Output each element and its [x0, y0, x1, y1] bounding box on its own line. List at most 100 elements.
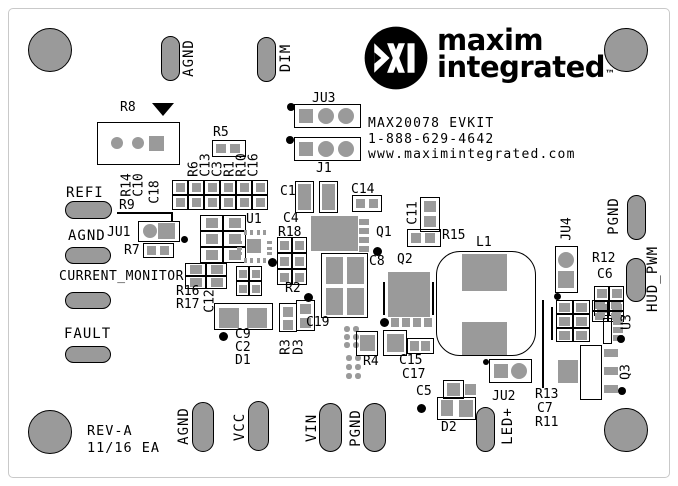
q1-pin-4 — [359, 246, 369, 252]
c8-c19-body — [321, 253, 368, 318]
mounting-hole-top-right — [604, 28, 648, 72]
u1-pins-top-pad — [263, 229, 267, 235]
u1-pins-bottom-pad — [250, 257, 254, 263]
r8-arrow-marker — [152, 103, 174, 116]
left-array-b-cell — [185, 263, 206, 276]
u1-pins-left-pad — [236, 241, 242, 245]
u1-sub-array-cell — [236, 281, 249, 296]
pad-led-plus — [476, 407, 495, 452]
q2-bracket-right — [432, 282, 434, 315]
c12-pad-1 — [219, 308, 239, 328]
via-grid-2-via — [346, 355, 352, 361]
q3-body — [580, 345, 602, 400]
label-c4: C4 — [283, 211, 299, 226]
ju2-pin-1 — [494, 364, 508, 378]
evkit-title: MAX20078 EVKIT — [368, 116, 495, 131]
label-agnd-top: AGND — [181, 39, 197, 77]
label-r11: R11 — [535, 415, 559, 430]
label-c8: C8 — [369, 254, 385, 269]
passives-array-pad — [255, 183, 265, 192]
passives-array-pad — [175, 183, 185, 192]
ju1-body — [138, 221, 180, 242]
c4-r18-array-cell — [292, 237, 307, 253]
label-pgnd-bottom: PGND — [348, 409, 364, 447]
r4-body — [356, 331, 378, 356]
u1-sub-array-pad — [238, 269, 247, 278]
u1-pins-right-pad — [266, 241, 272, 245]
label-j1: J1 — [316, 161, 332, 176]
pad-agnd-left — [65, 247, 111, 264]
c15-pad — [387, 334, 404, 352]
via-grid-1-via — [353, 334, 359, 340]
mounting-hole-top-left — [28, 28, 72, 72]
label-vcc: VCC — [232, 412, 248, 442]
via-grid-2-via — [355, 364, 361, 370]
l1-pad-top — [462, 254, 507, 291]
passives-array-pad — [239, 198, 249, 207]
left-array-b-pad — [210, 265, 223, 274]
passives-array-pad — [175, 198, 185, 207]
c8-pad-2 — [347, 257, 364, 284]
d2-body — [437, 397, 476, 420]
left-array-b-pad — [210, 278, 223, 287]
passives-array-cell — [220, 180, 236, 195]
c14-body — [352, 195, 382, 212]
r8-pin-2 — [132, 137, 144, 149]
c19-pad-2 — [347, 288, 364, 315]
passives-array-cell — [204, 180, 220, 195]
u3-array-cell — [592, 300, 608, 311]
c1-pad-right — [322, 184, 335, 210]
r7-pad-1 — [147, 246, 156, 255]
passives-array-pad — [207, 198, 217, 207]
q3-pin-3 — [604, 385, 618, 393]
r2-testpoint — [303, 292, 313, 302]
label-r13: R13 — [535, 387, 559, 402]
label-c17: C17 — [402, 367, 426, 382]
ju4-pin-1 — [558, 252, 574, 268]
passives-array-pad — [191, 183, 201, 192]
u3-pin-1 — [613, 319, 623, 325]
label-r9: R9 — [119, 198, 135, 213]
via-grid-2-via — [355, 355, 361, 361]
pad-pgnd-bottom — [363, 403, 386, 452]
c12-body — [214, 303, 273, 330]
left-array-a-pad — [205, 218, 218, 228]
c19-small-pad-1 — [300, 304, 311, 314]
passives-array-pad — [191, 198, 201, 207]
q2-testpoint — [379, 317, 389, 327]
label-c6: C6 — [597, 267, 613, 282]
c4-r18-array-cell — [292, 253, 307, 269]
u1-sub-array-cell — [236, 266, 249, 281]
c4-r18-array-cell — [277, 237, 292, 253]
label-r4: R4 — [363, 354, 379, 369]
r13-array-cell — [556, 314, 573, 328]
r8-pin-3 — [149, 136, 164, 151]
u1-pins-top-pad — [250, 229, 254, 235]
r5-body — [212, 140, 246, 157]
label-pgnd-right: PGND — [606, 197, 622, 235]
label-d2: D2 — [441, 420, 457, 435]
c4-r18-array-cell — [277, 269, 292, 285]
c5-body — [443, 380, 464, 399]
ju2-testpoint — [483, 359, 489, 365]
r15-pad-2 — [425, 233, 435, 243]
u1-sub-array-pad — [251, 269, 260, 278]
ju3-body — [294, 104, 361, 128]
q1-pin-1 — [359, 219, 369, 225]
u3-array-pad — [595, 302, 605, 309]
label-l1: L1 — [476, 235, 492, 250]
via-grid-2-via — [346, 373, 352, 379]
label-c14: C14 — [351, 182, 375, 197]
label-ju1: JU1 — [107, 225, 131, 240]
label-c11: C11 — [405, 201, 421, 225]
r13-bracket — [551, 307, 553, 340]
c19-small-pad-2 — [300, 318, 311, 328]
pad-refi — [65, 201, 112, 219]
label-d3: D3 — [291, 339, 307, 355]
left-array-b-cell — [185, 276, 206, 289]
label-q2: Q2 — [397, 252, 413, 267]
q3-pin-1 — [604, 349, 618, 357]
pad-current-monitor — [65, 292, 111, 309]
label-c2: C2 — [235, 340, 251, 355]
r7-body — [143, 243, 174, 258]
